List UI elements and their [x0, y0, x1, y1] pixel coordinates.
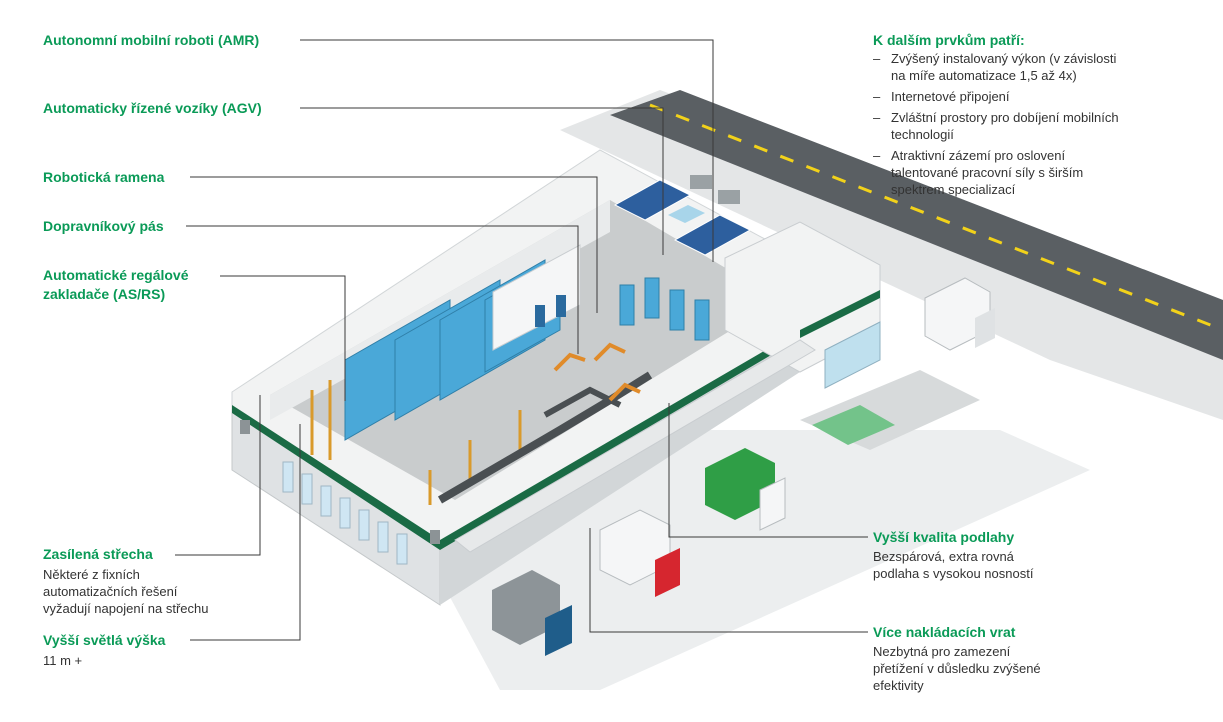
list-item-line: talentované pracovní síly s širším — [891, 165, 1084, 180]
list-item-line: technologií — [891, 127, 954, 142]
truck-red — [599, 509, 680, 597]
list-item: – Zvýšený instalovaný výkon (v závislost… — [873, 50, 1163, 84]
skylight — [668, 205, 705, 223]
docks-desc-3: efektivity — [873, 678, 924, 693]
front-windows — [282, 461, 408, 565]
lawn — [812, 405, 895, 445]
docks-desc-2: přetížení v důsledku zvýšené — [873, 661, 1041, 676]
cold-room — [492, 244, 581, 351]
rooftop-unit — [718, 190, 740, 204]
truck-blue — [492, 570, 572, 656]
docks-desc-1: Nezbytná pro zamezení — [873, 644, 1011, 659]
list-dash: – — [873, 148, 881, 163]
list-dash: – — [873, 110, 881, 125]
rack-frames — [310, 380, 522, 505]
label-docks: Více nakládacích vrat — [873, 624, 1016, 640]
dock-canopy — [454, 339, 816, 553]
label-floor: Vyšší kvalita podlahy — [873, 529, 1015, 545]
floor-desc-2: podlaha s vysokou nosností — [873, 566, 1034, 581]
list-dash: – — [873, 51, 881, 66]
roof-desc-2: automatizačních řešení — [43, 584, 178, 599]
list-item-line: Atraktivní zázemí pro oslovení — [891, 148, 1066, 163]
list-dash: – — [873, 89, 881, 104]
label-clear-height: Vyšší světlá výška — [43, 632, 166, 648]
list-item: – Atraktivní zázemí pro oslovení talento… — [873, 147, 1163, 198]
rooftop-unit — [690, 175, 712, 189]
floor-desc-1: Bezspárová, extra rovná — [873, 549, 1014, 564]
label-conveyor: Dopravníkový pás — [43, 218, 164, 234]
cold-room-door — [535, 305, 545, 327]
cold-room-door — [556, 295, 566, 317]
label-robotic-arms: Robotická ramena — [43, 169, 165, 185]
label-roof: Zasílená střecha — [43, 546, 153, 562]
list-item: – Zvláštní prostory pro dobíjení mobilní… — [873, 109, 1163, 143]
truck-green — [705, 448, 786, 531]
label-amr: Autonomní mobilní roboti (AMR) — [43, 32, 260, 48]
wall-vent — [430, 530, 440, 544]
wall-vent — [240, 420, 250, 434]
road — [560, 90, 1223, 420]
list-item: – Internetové připojení — [873, 88, 1163, 105]
clear-height-desc: 11 m + — [43, 653, 83, 668]
roof-desc-3: vyžadují napojení na střechu — [43, 601, 209, 616]
list-item-line: Internetové připojení — [891, 89, 1010, 104]
label-agv: Automaticky řízené vozíky (AGV) — [43, 100, 262, 116]
office-annex-green-band — [800, 290, 880, 338]
road-marking — [649, 103, 1223, 332]
leader-lines — [175, 39, 868, 641]
office-glazing — [824, 321, 881, 389]
road-asphalt — [610, 90, 1223, 360]
truck-white — [924, 277, 995, 351]
right-box-list: – Zvýšený instalovaný výkon (v závislost… — [873, 50, 1163, 202]
list-item-line: spektrem specializací — [891, 182, 1016, 197]
list-item-line: Zvláštní prostory pro dobíjení mobilních — [891, 110, 1119, 125]
amr-racks — [619, 277, 710, 341]
roof-desc-1: Některé z fixních — [43, 567, 140, 582]
list-item-line: Zvýšený instalovaný výkon (v závislosti — [891, 51, 1117, 66]
right-box-title: K dalším prvkům patří: — [873, 32, 1025, 48]
robotic-arms — [553, 342, 641, 402]
label-asrs-line2: zakladače (AS/RS) — [43, 286, 166, 302]
label-asrs-line1: Automatické regálové — [43, 267, 189, 283]
list-item-line: na míře automatizace 1,5 až 4x) — [891, 68, 1077, 83]
